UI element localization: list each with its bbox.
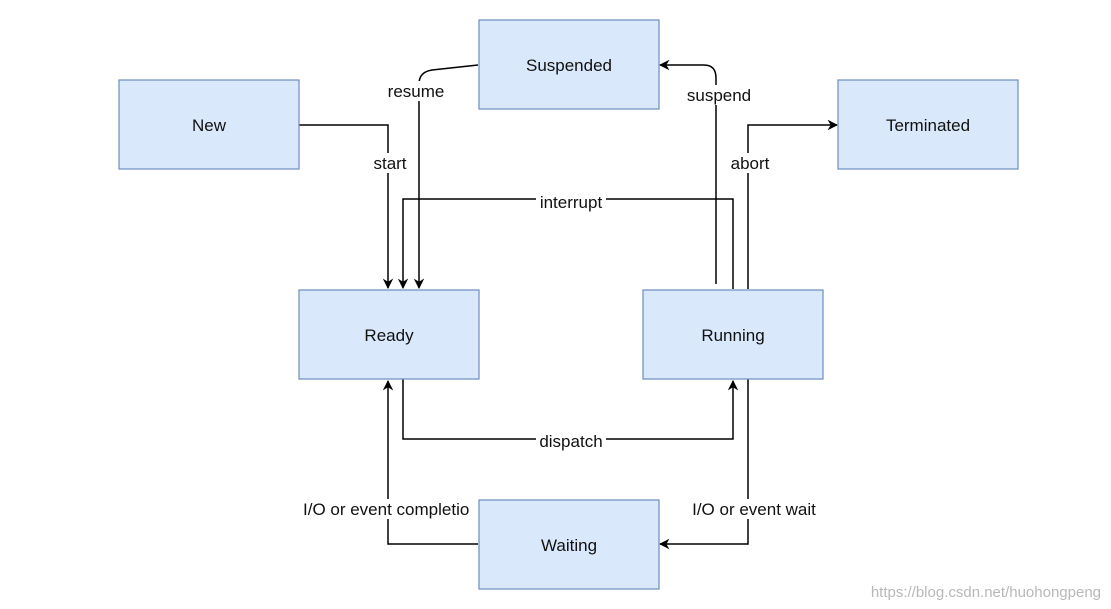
- edge-interrupt: [397, 198, 734, 290]
- state-suspended-label: Suspended: [526, 56, 612, 75]
- label-dispatch-text: dispatch: [539, 432, 602, 451]
- edge-dispatch: [402, 379, 739, 440]
- label-io-completion: I/O or event completio: [302, 499, 478, 519]
- edge-io-wait: [658, 379, 749, 550]
- state-ready: Ready: [298, 289, 480, 380]
- state-new-label: New: [192, 116, 227, 135]
- label-suspend: suspend: [683, 85, 755, 105]
- label-suspend-text: suspend: [687, 86, 751, 105]
- label-start-text: start: [373, 154, 406, 173]
- state-terminated-label: Terminated: [886, 116, 970, 135]
- label-resume: resume: [384, 81, 448, 101]
- state-running-label: Running: [701, 326, 764, 345]
- state-suspended: Suspended: [478, 19, 660, 110]
- edge-suspend: [658, 59, 717, 284]
- label-io-completion-text: I/O or event completio: [303, 500, 469, 519]
- edge-abort: [747, 119, 839, 289]
- edge-io-completion: [382, 379, 478, 545]
- label-io-wait-text: I/O or event wait: [692, 500, 816, 519]
- edge-start: [299, 124, 394, 290]
- state-waiting: Waiting: [478, 499, 660, 590]
- label-dispatch: dispatch: [536, 431, 606, 451]
- state-terminated: Terminated: [837, 79, 1019, 170]
- label-interrupt: interrupt: [536, 191, 606, 212]
- label-abort-text: abort: [731, 154, 770, 173]
- label-start: start: [370, 153, 410, 173]
- label-interrupt-text: interrupt: [540, 193, 603, 212]
- state-new: New: [118, 79, 300, 170]
- state-waiting-label: Waiting: [541, 536, 597, 555]
- label-resume-text: resume: [388, 82, 445, 101]
- watermark: https://blog.csdn.net/huohongpeng: [870, 584, 1101, 601]
- state-ready-label: Ready: [364, 326, 414, 345]
- label-io-wait: I/O or event wait: [686, 499, 822, 519]
- state-running: Running: [642, 289, 824, 380]
- label-abort: abort: [728, 153, 772, 173]
